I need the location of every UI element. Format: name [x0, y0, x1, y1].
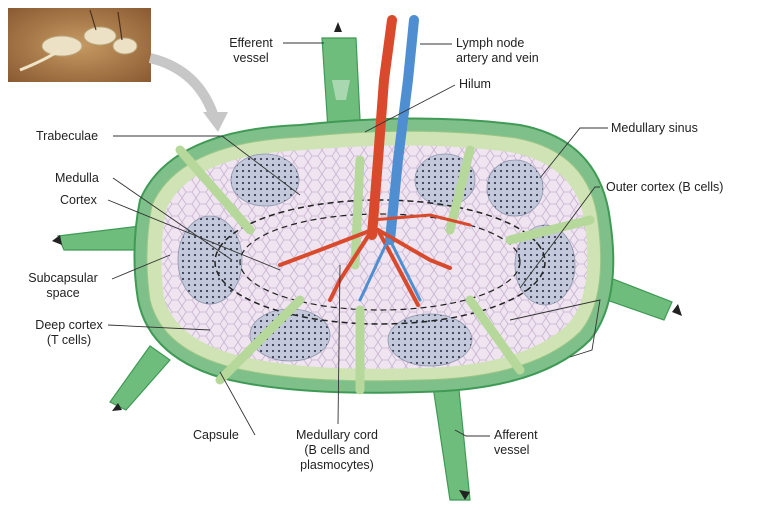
label-subcapsular-space: Subcapsular space — [18, 271, 108, 301]
label-hilum: Hilum — [459, 77, 491, 92]
label-efferent-vessel: Efferent vessel — [222, 36, 280, 66]
label-lymph-node-artery-vein: Lymph node artery and vein — [456, 36, 606, 66]
pointer-arrow — [150, 58, 228, 132]
label-medullary-sinus: Medullary sinus — [611, 121, 698, 136]
lymph-node-photo — [8, 8, 151, 82]
label-afferent-vessel: Afferent vessel — [494, 428, 564, 458]
label-medulla: Medulla — [55, 171, 99, 186]
label-medullary-cord: Medullary cord (B cells and plasmocytes) — [282, 428, 392, 473]
label-outer-cortex: Outer cortex (B cells) — [606, 180, 723, 195]
label-cortex: Cortex — [60, 193, 97, 208]
label-trabeculae: Trabeculae — [36, 129, 98, 144]
label-capsule: Capsule — [193, 428, 239, 443]
label-deep-cortex: Deep cortex (T cells) — [28, 318, 110, 348]
